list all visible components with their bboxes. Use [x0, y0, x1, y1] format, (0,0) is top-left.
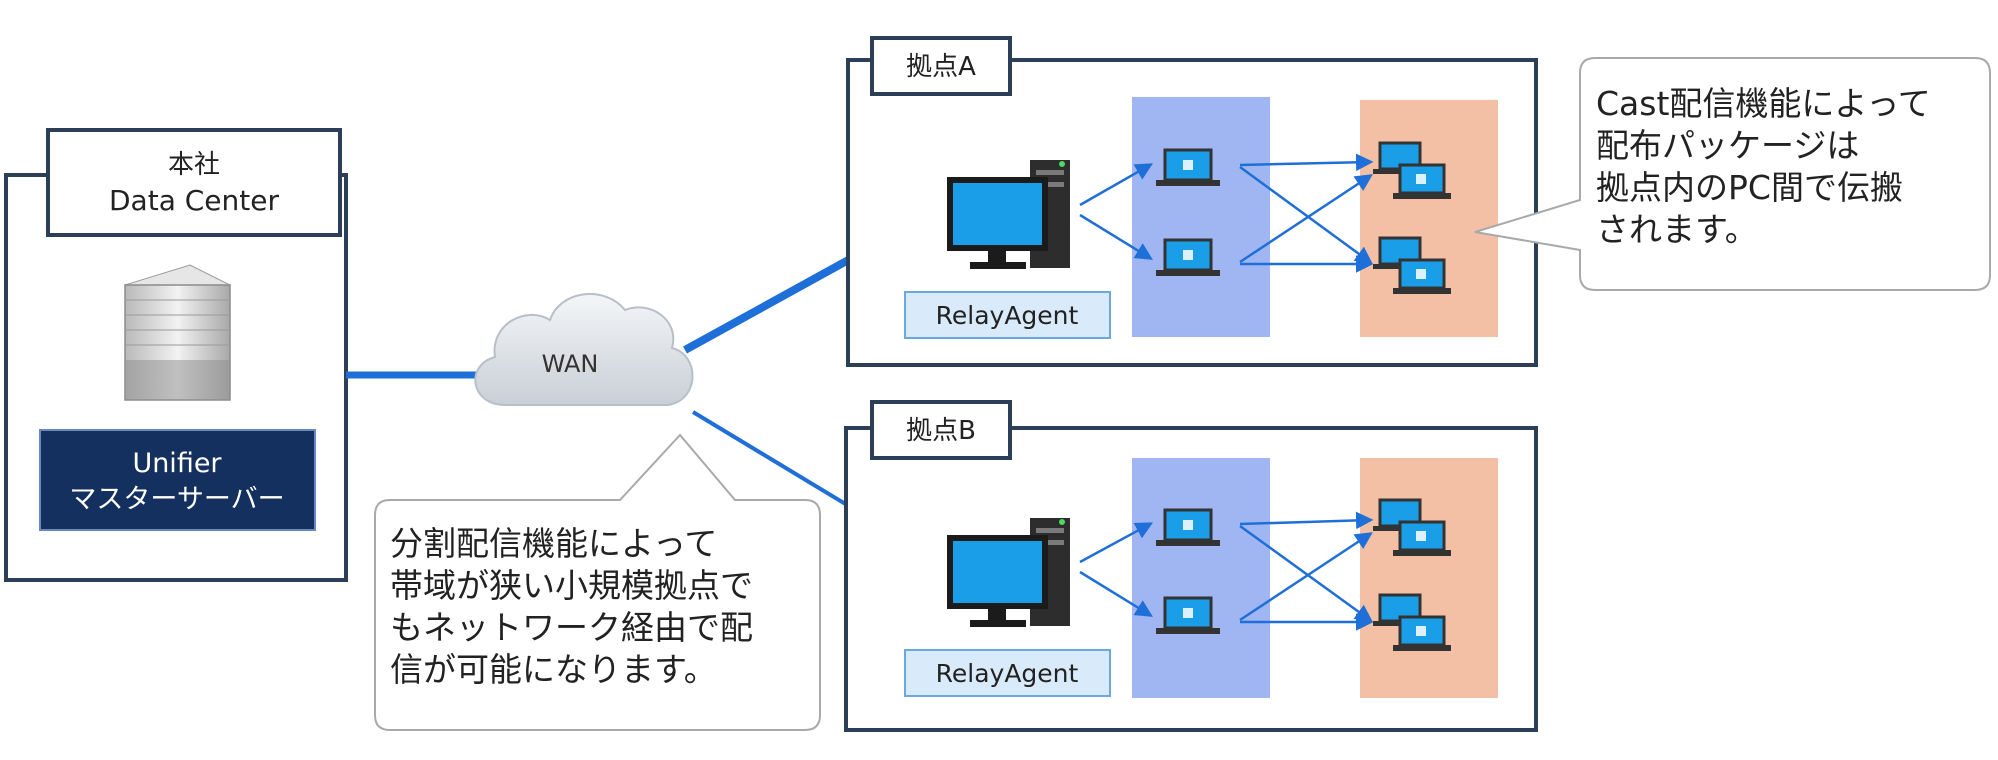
- laptop-icon: [1156, 238, 1220, 276]
- site-b-flow-arrow: [1239, 524, 1373, 623]
- site-a-relay-label: RelayAgent: [936, 301, 1079, 330]
- cast-delivery-text-line3: 拠点内のPC間で伝搬: [1596, 168, 1903, 207]
- laptop-icon: [1156, 596, 1220, 634]
- split-delivery-text-line4: 信が可能になります。: [390, 650, 717, 689]
- cast-delivery-text-line1: Cast配信機能によって: [1596, 84, 1931, 123]
- laptop-pair-icon: [1373, 593, 1451, 651]
- site-b-flow-arrow: [1079, 522, 1154, 564]
- site-b-title-box: [870, 400, 1012, 460]
- site-a-client-zone: [1360, 100, 1498, 337]
- site-b-relay-zone: [1132, 458, 1270, 698]
- split-delivery-text-line3: もネットワーク経由で配: [390, 608, 753, 647]
- laptop-icon: [1156, 508, 1220, 546]
- relay-pc-icon: [947, 160, 1070, 269]
- laptop-pair-icon: [1373, 498, 1451, 556]
- site-a-title-box: [870, 36, 1012, 96]
- site-a-flow-arrow: [1079, 213, 1153, 260]
- site-a-relay-zone: [1132, 97, 1270, 337]
- site-b-flow-arrow: [1079, 570, 1153, 617]
- split-delivery-callout: 分割配信機能によって 帯域が狭い小規模拠点で もネットワーク経由で配 信が可能に…: [374, 433, 821, 731]
- site-b-relay-badge: [904, 649, 1111, 697]
- cast-delivery-text-line2: 配布パッケージは: [1596, 126, 1859, 165]
- site-a-title: 拠点A: [906, 52, 976, 82]
- master-server-badge: [39, 429, 316, 531]
- site-b-flow-arrow: [1239, 532, 1373, 622]
- cast-delivery-callout: Cast配信機能によって 配布パッケージは 拠点内のPC間で伝搬 されます。: [1474, 57, 1991, 291]
- site-a-flow-arrow: [1239, 174, 1373, 264]
- site-a-flow-arrow: [1239, 153, 1374, 172]
- wan-label: WAN: [542, 350, 599, 378]
- site-a: 拠点A RelayAgent: [846, 36, 1538, 367]
- hq-title-line1: 本社: [168, 150, 220, 180]
- split-delivery-text-line2: 帯域が狭い小規模拠点で: [390, 566, 753, 605]
- hq-title-box: [46, 128, 342, 237]
- master-server-label-line2: マスターサーバー: [69, 484, 284, 515]
- cast-delivery-text-line4: されます。: [1596, 210, 1758, 249]
- relay-pc-icon: [947, 518, 1070, 627]
- hq-title-line2: Data Center: [109, 184, 279, 217]
- site-b-client-zone: [1360, 458, 1498, 698]
- wan-cloud-icon: WAN: [474, 293, 694, 406]
- site-a-flow-arrow: [1239, 165, 1373, 265]
- master-server-label-line1: Unifier: [132, 448, 222, 479]
- site-b: 拠点B RelayAgent: [844, 400, 1538, 732]
- site-b-relay-label: RelayAgent: [936, 659, 1079, 688]
- laptop-pair-icon: [1373, 141, 1451, 199]
- split-delivery-text-line1: 分割配信機能によって: [390, 524, 717, 563]
- site-b-title: 拠点B: [906, 416, 976, 446]
- site-a-flow-arrow: [1079, 163, 1154, 207]
- site-a-relay-badge: [904, 291, 1111, 339]
- laptop-icon: [1156, 148, 1220, 186]
- server-icon: [123, 264, 232, 401]
- hq-datacenter: 本社 Data Center Unifier マスターサーバー: [4, 128, 348, 582]
- laptop-pair-icon: [1373, 236, 1451, 294]
- site-b-flow-arrow: [1239, 511, 1374, 530]
